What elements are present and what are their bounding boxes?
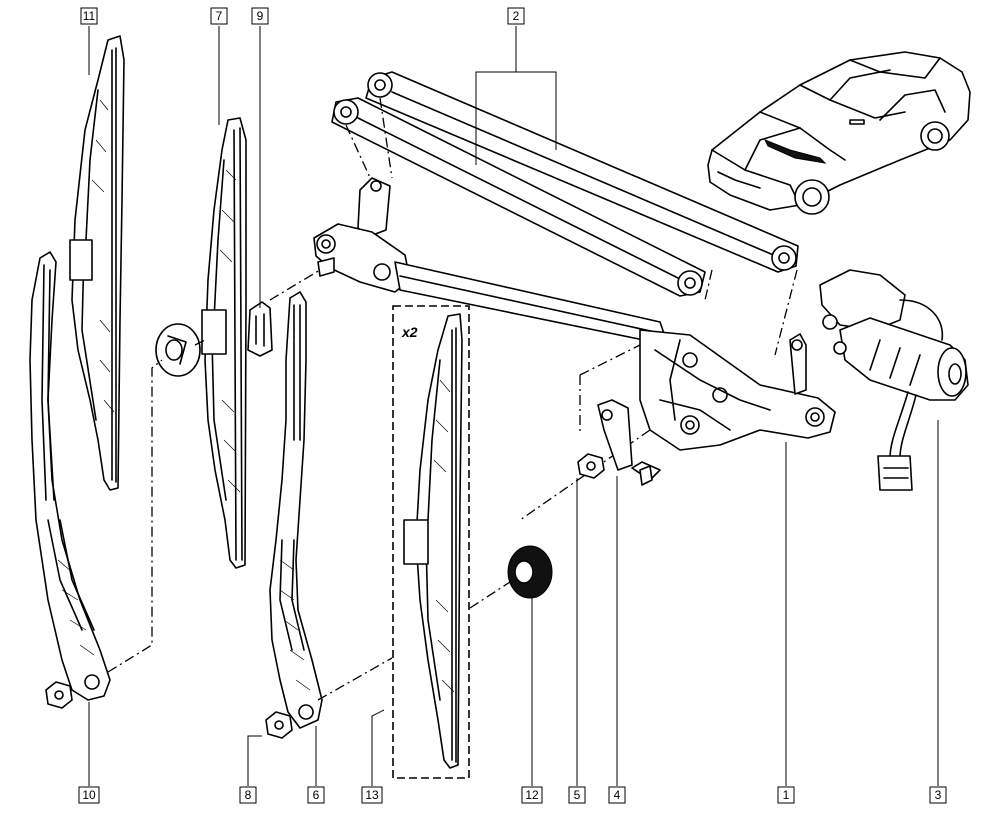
callout-7: 7 — [210, 7, 228, 25]
callout-11: 11 — [80, 7, 98, 25]
frame-nut — [577, 453, 605, 479]
wiper-motor — [819, 269, 969, 491]
spindle-cap — [507, 545, 553, 599]
blade-clip — [247, 301, 273, 357]
callout-10: 10 — [78, 786, 100, 804]
callout-3: 3 — [929, 786, 947, 804]
leader-lines — [88, 26, 939, 786]
wiper-blade-center-left — [201, 117, 247, 569]
callout-label: 7 — [216, 9, 223, 23]
callout-label: 12 — [525, 788, 539, 802]
callout-label: 13 — [365, 788, 379, 802]
wiper-arm-left — [29, 251, 111, 701]
callout-12: 12 — [521, 786, 543, 804]
callout-label: 8 — [245, 788, 252, 802]
wiper-frame — [313, 177, 836, 521]
arm-nut-center — [265, 711, 293, 739]
callout-label: 5 — [574, 788, 581, 802]
callout-5: 5 — [568, 786, 586, 804]
callout-label: 1 — [783, 788, 790, 802]
callout-label: 9 — [257, 9, 264, 23]
quantity-label: x2 — [401, 324, 418, 340]
wiper-blade-boxed — [392, 305, 470, 779]
mounting-bracket — [597, 399, 661, 486]
assembly-guides — [107, 269, 511, 701]
callout-8: 8 — [239, 786, 257, 804]
wiper-arm-center — [269, 291, 323, 729]
callout-9: 9 — [251, 7, 269, 25]
callout-label: 10 — [82, 788, 96, 802]
callout-label: 3 — [935, 788, 942, 802]
callout-label: 2 — [513, 9, 520, 23]
callout-1: 1 — [777, 786, 795, 804]
callout-6: 6 — [307, 786, 325, 804]
callout-label: 6 — [313, 788, 320, 802]
callout-13: 13 — [361, 786, 383, 804]
left-spindle-cap — [155, 323, 201, 377]
callout-label: 11 — [83, 9, 96, 23]
arm-nut-left — [45, 681, 73, 709]
wiper-blade-left — [69, 35, 125, 491]
car-illustration — [707, 51, 971, 215]
callout-label: 4 — [614, 788, 621, 802]
linkage-rods — [331, 71, 799, 356]
callout-2: 2 — [507, 7, 525, 25]
callout-4: 4 — [608, 786, 626, 804]
